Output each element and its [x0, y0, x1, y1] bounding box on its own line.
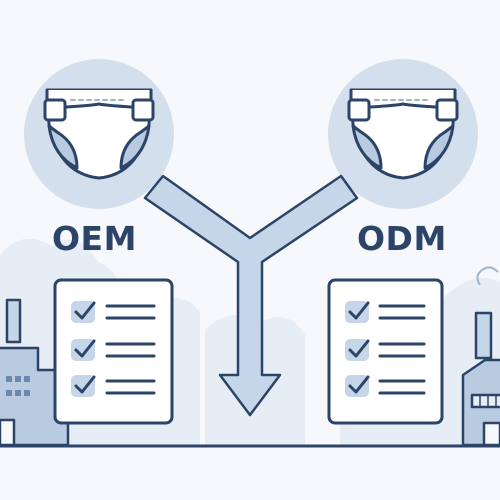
diaper-icon-left [43, 88, 155, 180]
oem-label: OEM [52, 219, 137, 258]
diaper-icon-right [347, 88, 459, 180]
merge-arrow-icon [143, 174, 359, 417]
checklist-row [71, 339, 156, 361]
checklist-row [345, 339, 426, 361]
checklist-row [345, 375, 426, 397]
diaper-circle-right [328, 59, 478, 209]
checklist-row [71, 301, 156, 323]
checklist-icon-right [327, 278, 444, 425]
checklist-row [345, 301, 426, 323]
factory-icon-right [461, 266, 500, 447]
checklist-row [71, 375, 156, 397]
diaper-circle-left [24, 59, 174, 209]
odm-label: ODM [357, 219, 447, 258]
checklist-icon-left [53, 278, 174, 425]
